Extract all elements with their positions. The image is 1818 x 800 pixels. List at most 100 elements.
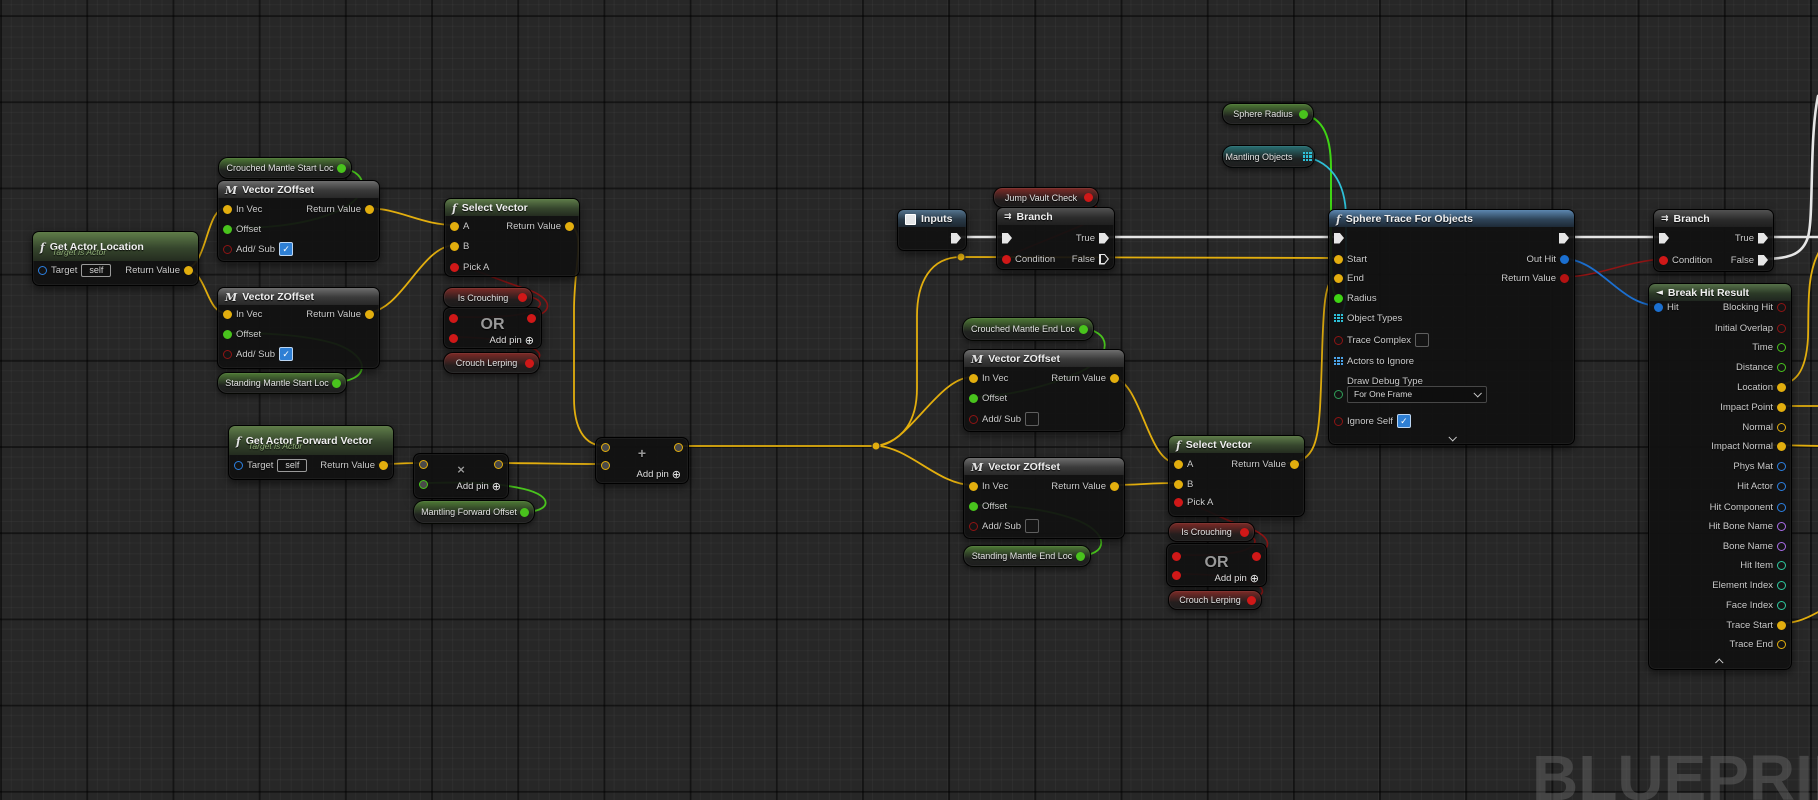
node-multiply[interactable]: ×Add pin⊕: [413, 453, 509, 499]
offset-pin[interactable]: [223, 224, 232, 234]
exec-out-pin[interactable]: [1099, 253, 1109, 265]
variable-pin[interactable]: [1302, 152, 1312, 161]
hit-item-pin[interactable]: [1777, 560, 1786, 570]
location-pin[interactable]: [1777, 382, 1786, 392]
node-is-crouching-start[interactable]: Is Crouching: [443, 287, 533, 308]
reroute-node[interactable]: [871, 441, 881, 451]
trace-start-pin[interactable]: [1777, 620, 1786, 630]
bone-name-pin[interactable]: [1777, 541, 1786, 551]
initial-overlap-pin[interactable]: [1777, 323, 1786, 333]
variable-pin[interactable]: [1247, 595, 1256, 605]
distance-pin[interactable]: [1777, 362, 1786, 372]
node-sphere-radius[interactable]: Sphere Radius: [1222, 103, 1314, 125]
ignore-self-pin[interactable]: [1334, 416, 1343, 426]
exec-out-pin[interactable]: [1758, 254, 1768, 266]
node-mantling-forward-offset[interactable]: Mantling Forward Offset: [413, 500, 535, 524]
in-vec-pin[interactable]: [969, 481, 978, 491]
trace-complex-pin[interactable]: [1334, 335, 1343, 345]
input-pin[interactable]: [1334, 389, 1343, 399]
draw-debug-dropdown[interactable]: For One Frame: [1347, 385, 1487, 403]
variable-pin[interactable]: [332, 378, 341, 388]
element-index-pin[interactable]: [1777, 580, 1786, 590]
variable-pin[interactable]: [520, 507, 529, 517]
input-pin[interactable]: [601, 442, 610, 452]
input-pin[interactable]: [419, 459, 428, 469]
variable-pin[interactable]: [1299, 109, 1308, 119]
exec-out-pin[interactable]: [951, 232, 961, 244]
output-pin[interactable]: [1252, 551, 1261, 561]
node-mantling-objects[interactable]: Mantling Objects: [1222, 145, 1315, 168]
node-crouched-mantle-start-loc[interactable]: Crouched Mantle Start Loc: [218, 157, 352, 179]
self-input-field[interactable]: self: [277, 458, 308, 472]
checkbox[interactable]: ✓: [279, 242, 294, 256]
hit-component-pin[interactable]: [1777, 502, 1786, 512]
checkbox[interactable]: ✓: [279, 347, 294, 361]
node-jump-vault-check[interactable]: Jump Vault Check: [993, 187, 1099, 208]
target-pin[interactable]: [38, 265, 47, 275]
hit-bone-name-pin[interactable]: [1777, 521, 1786, 531]
add-sub-pin[interactable]: [969, 414, 978, 424]
object-types-pin[interactable]: [1334, 313, 1343, 323]
return-value-pin[interactable]: [184, 265, 193, 275]
add-pin-button[interactable]: Add pin⊕: [637, 468, 681, 481]
radius-pin[interactable]: [1334, 293, 1343, 303]
input-pin[interactable]: [449, 333, 458, 343]
wire-exec-branch2-false-out[interactable]: [1760, 94, 1818, 261]
node-header[interactable]: ◄Break Hit Result: [1649, 284, 1791, 301]
input-pin[interactable]: [419, 479, 428, 489]
add-pin-button[interactable]: Add pin⊕: [1215, 572, 1259, 585]
pick-a-pin[interactable]: [1174, 497, 1183, 507]
variable-pin[interactable]: [525, 358, 534, 368]
pick-a-pin[interactable]: [450, 262, 459, 272]
wire-vec-sv2-to-trace-end[interactable]: [1287, 276, 1338, 464]
reroute-node[interactable]: [956, 252, 966, 262]
return-value-pin[interactable]: [365, 204, 374, 214]
node-crouched-mantle-end-loc[interactable]: Crouched Mantle End Loc: [962, 317, 1094, 341]
return-value-pin[interactable]: [1110, 373, 1119, 383]
add-sub-pin[interactable]: [223, 349, 232, 359]
out-hit-pin[interactable]: [1560, 254, 1569, 264]
checkbox[interactable]: ✓: [1396, 414, 1411, 428]
condition-pin[interactable]: [1002, 254, 1011, 264]
end-pin[interactable]: [1334, 273, 1343, 283]
impact-normal-pin[interactable]: [1777, 441, 1786, 451]
phys-mat-pin[interactable]: [1777, 461, 1786, 471]
condition-pin[interactable]: [1659, 255, 1668, 265]
exec-in-pin[interactable]: [1334, 232, 1344, 244]
face-index-pin[interactable]: [1777, 600, 1786, 610]
collapse-chevron-down-icon[interactable]: [1447, 433, 1457, 442]
node-standing-mantle-end-loc[interactable]: Standing Mantle End Loc: [963, 545, 1091, 567]
output-pin[interactable]: [674, 442, 683, 452]
add-sub-pin[interactable]: [969, 521, 978, 531]
output-pin[interactable]: [494, 459, 503, 469]
in-vec-pin[interactable]: [969, 373, 978, 383]
in-vec-pin[interactable]: [223, 309, 232, 319]
exec-in-pin[interactable]: [1659, 232, 1669, 244]
collapse-chevron-up-icon[interactable]: [1715, 658, 1724, 667]
b-pin[interactable]: [1174, 479, 1183, 489]
exec-in-pin[interactable]: [1002, 232, 1012, 244]
wire-vec-junction-riser[interactable]: [875, 256, 962, 447]
input-pin[interactable]: [1172, 570, 1181, 580]
checkbox[interactable]: [1025, 519, 1040, 533]
input-pin[interactable]: [449, 313, 458, 323]
node-crouch-lerping-end[interactable]: Crouch Lerping: [1168, 590, 1262, 610]
trace-end-pin[interactable]: [1777, 639, 1786, 649]
a-pin[interactable]: [1174, 459, 1183, 469]
offset-pin[interactable]: [969, 393, 978, 403]
